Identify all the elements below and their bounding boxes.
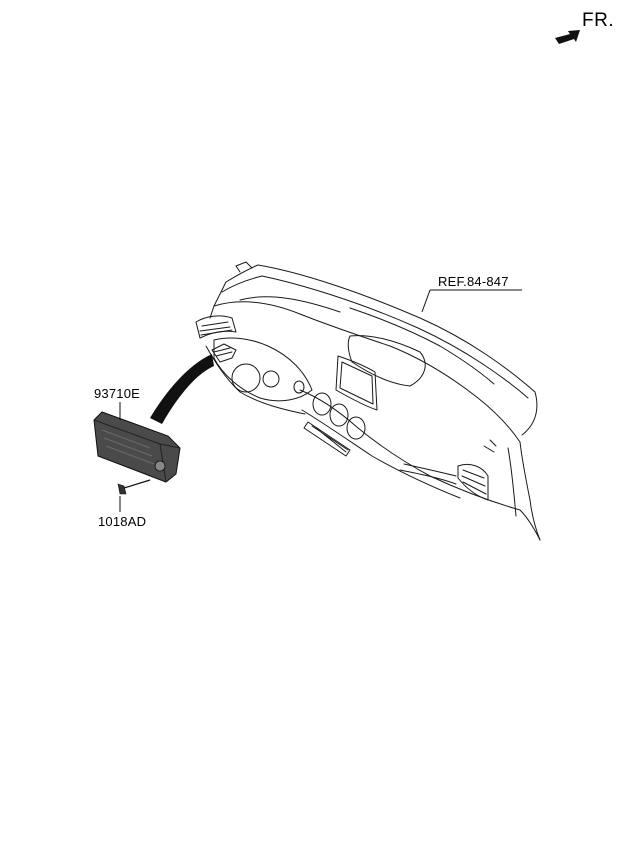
reference-callout: REF.84-847 <box>438 274 509 289</box>
leader-lines <box>119 289 522 512</box>
front-direction-label: FR. <box>582 10 615 31</box>
screw-part-callout: 1018AD <box>98 514 147 529</box>
location-arrow <box>150 354 214 424</box>
dashboard-assembly <box>195 261 541 541</box>
switch-module <box>93 411 181 483</box>
front-arrow-icon <box>555 30 580 44</box>
part-number-callout: 93710E <box>94 386 141 401</box>
screw-icon <box>117 479 151 495</box>
